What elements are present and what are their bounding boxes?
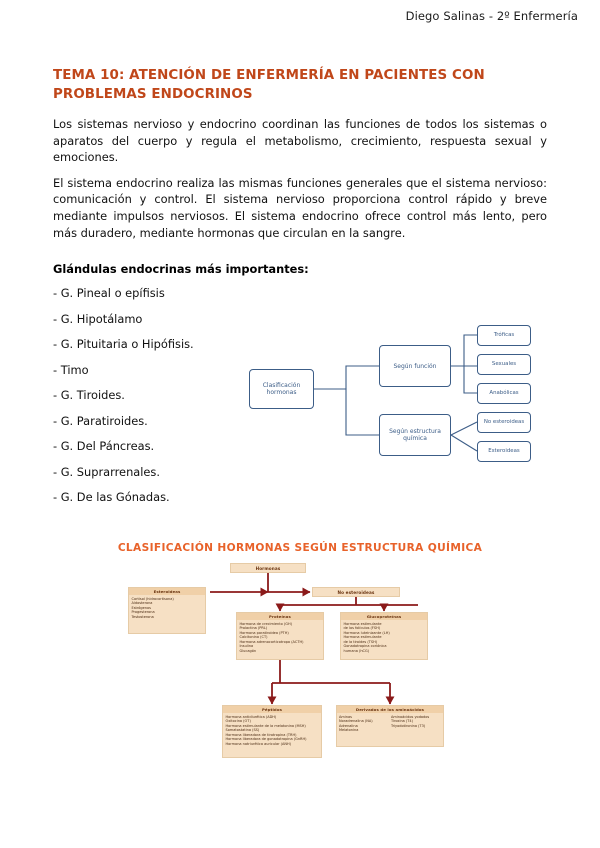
node-esteroideas-box: Esteroideas Cortisol (hidrocortisona) Al… [128,587,206,634]
list-item: Oxitocina (OT) [225,719,251,724]
list-item: Hormona natriurética auricular (ANH) [225,741,292,746]
list-item: Hormona adrenocorticotropa (ACTH) [239,639,304,644]
page-header-author: Diego Salinas - 2º Enfermería [405,9,578,23]
list-item: - G. Hipotálamo [53,311,143,326]
list-item: Adrenalina [339,723,358,728]
diagram-connectors-blue [314,334,478,452]
list-item: Gonadotropina coriónica [343,644,387,649]
list-item: - G. Tiroides. [53,388,125,403]
list-item: - G. Del Páncreas. [53,439,155,454]
list-item: - Timo [53,362,89,377]
list-item: - G. Pituitaria o Hipófisis. [53,337,194,352]
node-sexuales: Sexuales [477,354,531,375]
node-anabolicas: Anabólicas [477,383,531,404]
list-item: Hormona de crecimiento (GH) [239,621,292,626]
aminas-list: Noradrenalina (NA) Adrenalina Melatonina [339,719,389,733]
list-item: - G. De las Gónadas. [53,490,170,505]
node-no-esteroideas-2: No esteroideas [312,587,400,597]
list-item: Prolactina (PRL) [239,626,268,631]
node-glucoproteinas-box: Glucoproteínas Hormona estimulante de lo… [340,612,428,660]
list-item: Noradrenalina (NA) [339,719,373,724]
list-item: Estrógenos [131,605,151,610]
col-header-aminas: Aminas [339,714,352,719]
node-troficas: Tróficas [477,325,531,346]
proteinas-list: Hormona de crecimiento (GH) Prolactina (… [237,620,323,655]
peptidos-list: Hormona antidiurética (ADH) Oxitocina (O… [223,713,321,748]
box-header-peptidos: Péptidos [223,706,321,714]
list-item: de la tiroides (TSH) [343,639,378,644]
list-item: Hormona estimulante de la melatonina (MS… [225,723,306,728]
esteroideas-list: Cortisol (hidrocortisona) Aldosterona Es… [129,595,205,621]
list-item: - G. Pineal o epífisis [53,286,165,301]
list-item: humana (hCG) [343,648,370,653]
list-item: de los folículos (FSH) [343,626,381,631]
list-item: Progesterona [131,610,155,615]
box-header-proteinas: Proteínas [237,613,323,621]
list-item: - G. Suprarrenales. [53,464,160,479]
list-item: Calcitonina (CT) [239,635,268,640]
node-segun-estructura-quimica: Según estructura química [379,414,451,456]
list-item: Glucagón [239,648,257,653]
list-item: Cortisol (hidrocortisona) [131,596,174,601]
diagram-structure-title: CLASIFICACIÓN HORMONAS SEGÚN ESTRUCTURA … [117,542,483,554]
gland-list: - G. Pineal o epífisis - G. Hipotálamo -… [53,286,547,504]
list-item: Triyodotironina (T3) [391,723,426,728]
node-esteroideas: Esteroideas [477,441,531,462]
box-header-derivados: Derivados de los aminoácidos [337,706,443,714]
glucoproteinas-list: Hormona estimulante de los folículos (FS… [341,620,427,655]
list-item: - G. Paratiroides. [53,413,148,428]
list-item: Hormona estimulante [343,635,382,640]
node-derivados-aminoacidos-box: Derivados de los aminoácidos Aminas Nora… [336,705,444,747]
node-proteinas-box: Proteínas Hormona de crecimiento (GH) Pr… [236,612,324,660]
node-segun-funcion: Según función [379,345,451,387]
derivados-columns: Aminas Noradrenalina (NA) Adrenalina Mel… [337,713,443,735]
list-item: Testosterona [131,614,154,619]
document-body: TEMA 10: ATENCIÓN DE ENFERMERÍA EN PACIE… [53,66,547,516]
derivados-col-yodados: Aminoácidos yodados Tiroxina (T4) Triyod… [391,715,441,733]
section-subheading: Glándulas endocrinas más importantes: [53,262,309,277]
diagram-connectors-red [210,573,418,705]
yodados-list: Tiroxina (T4) Triyodotironina (T3) [391,719,441,728]
diagram-hormone-classification: Clasificación hormonas Según función Seg… [245,325,555,465]
list-item: Hormona liberadora de tirotropina (TRH) [225,732,297,737]
list-item: Hormona estimulante [343,621,382,626]
list-item: Somatostatina (SS) [225,728,260,733]
list-item: Hormona luteinizante (LH) [343,630,390,635]
node-no-esteroideas: No esteroideas [477,412,531,433]
list-item: Hormona antidiurética (ADH) [225,714,277,719]
paragraph-endocrine-system: El sistema endocrino realiza las mismas … [53,175,547,240]
node-hormonas: Hormonas [230,563,306,573]
paragraph-intro: Los sistemas nervioso y endocrino coordi… [53,117,547,165]
list-item: Insulina [239,644,254,649]
derivados-col-aminas: Aminas Noradrenalina (NA) Adrenalina Mel… [339,715,389,733]
col-header-aminoacidos-yodados: Aminoácidos yodados [391,714,430,719]
list-item: Hormona paratiroidea (PTH) [239,630,289,635]
list-item: Hormona liberadora de gonadotropina (GnR… [225,737,307,742]
list-item: Tiroxina (T4) [391,719,414,724]
list-item: Aldosterona [131,601,153,606]
list-item: Melatonina [339,728,359,733]
node-clasificacion-hormonas: Clasificación hormonas [249,369,314,409]
box-header-glucoproteinas: Glucoproteínas [341,613,427,621]
page-title: TEMA 10: ATENCIÓN DE ENFERMERÍA EN PACIE… [53,68,485,102]
node-peptidos-box: Péptidos Hormona antidiurética (ADH) Oxi… [222,705,322,758]
diagram-hormones-by-structure: Hormonas No esteroideas Esteroideas Cort… [118,563,478,778]
box-header-esteroideas: Esteroideas [129,588,205,596]
